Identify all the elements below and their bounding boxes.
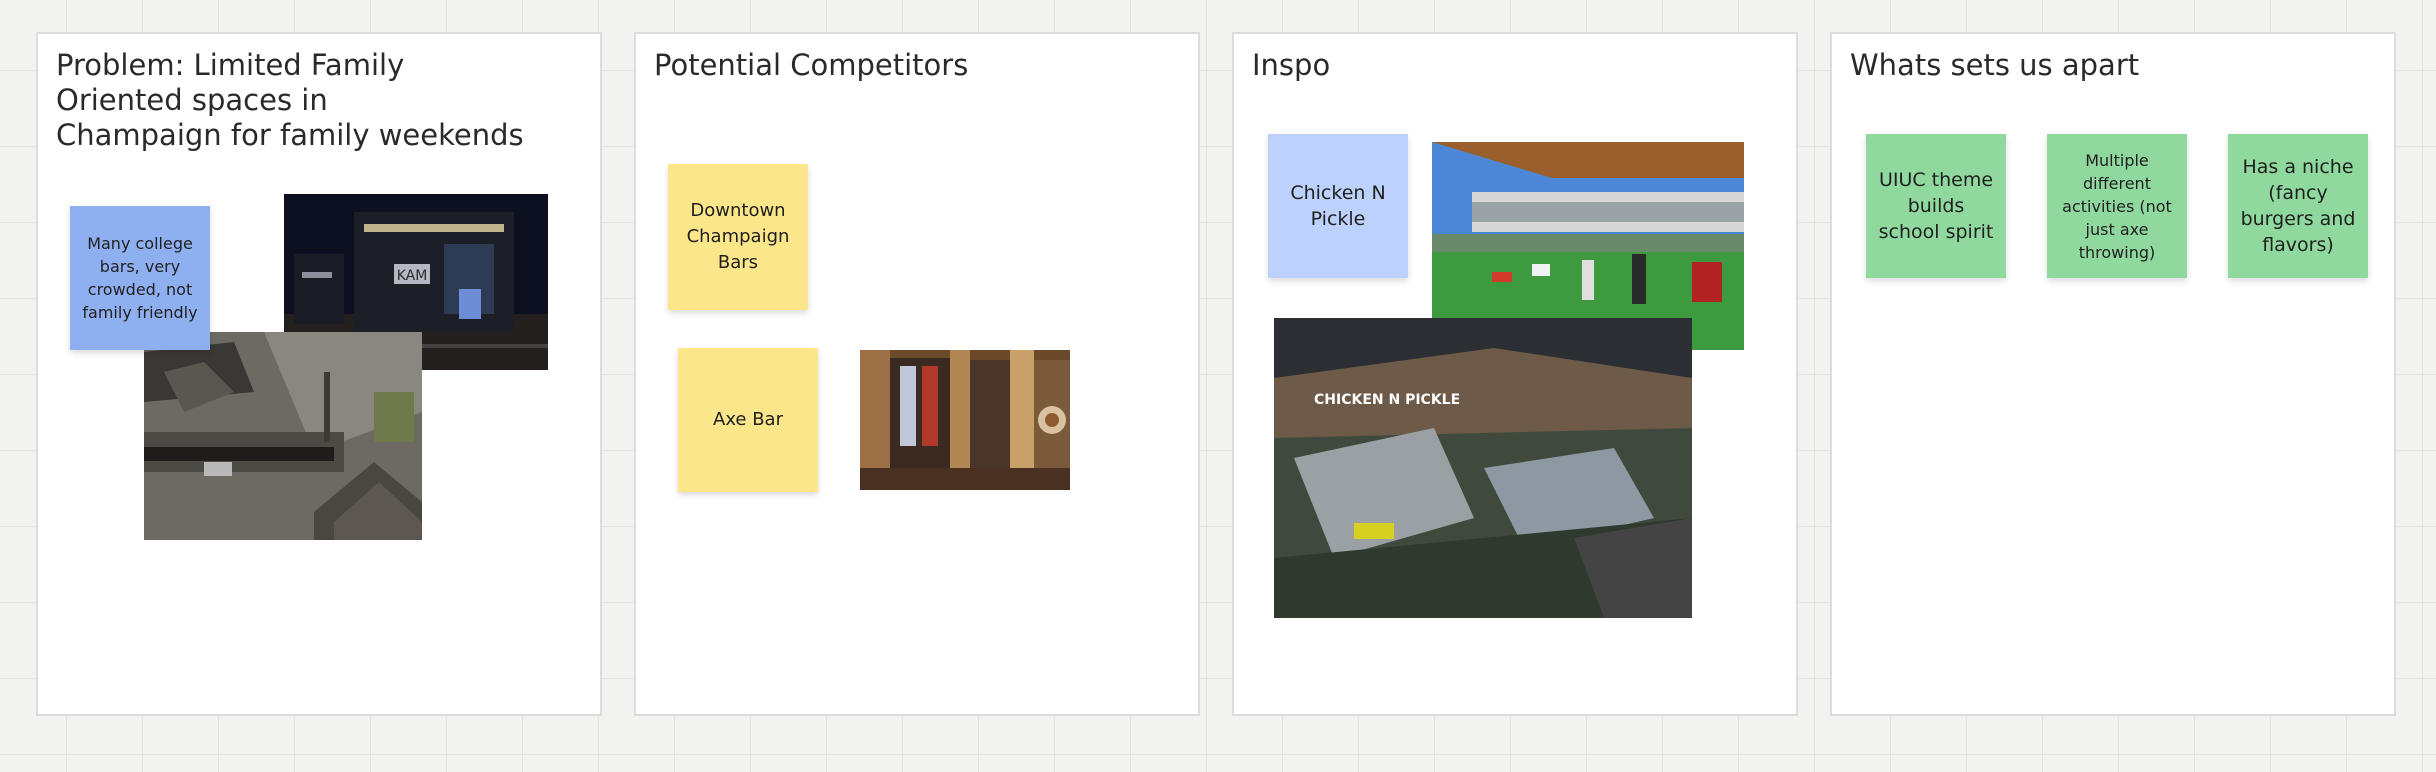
sticky-note-chicken-n-pickle[interactable]: Chicken N Pickle bbox=[1268, 134, 1408, 278]
sticky-note-college-bars[interactable]: Many college bars, very crowded, not fam… bbox=[70, 206, 210, 350]
rendering-sign-text: CHICKEN N PICKLE bbox=[1314, 392, 1460, 408]
sticky-note-text: Chicken N Pickle bbox=[1290, 182, 1386, 230]
sticky-note-text: Downtown Champaign Bars bbox=[686, 200, 790, 273]
sticky-note-text: Multiple different activities (not just … bbox=[2062, 150, 2172, 262]
frame-title[interactable]: Inspo bbox=[1252, 48, 1331, 82]
crowd-street-photo[interactable] bbox=[144, 332, 422, 540]
sticky-note-text: UIUC theme builds school spirit bbox=[1878, 169, 1994, 243]
frame-problem[interactable]: Problem: Limited Family Oriented spaces … bbox=[36, 32, 602, 716]
sticky-note-multiple-activities[interactable]: Multiple different activities (not just … bbox=[2047, 134, 2187, 278]
sticky-note-text: Axe Bar bbox=[713, 409, 783, 430]
axe-bar-photo[interactable] bbox=[860, 350, 1070, 490]
frame-inspo[interactable]: Inspo Chicken N Pickle C bbox=[1232, 32, 1798, 716]
sticky-note-axe-bar[interactable]: Axe Bar bbox=[678, 348, 818, 492]
sticky-note-downtown-bars[interactable]: Downtown Champaign Bars bbox=[668, 164, 808, 310]
sticky-note-uiuc-theme[interactable]: UIUC theme builds school spirit bbox=[1866, 134, 2006, 278]
bar-sign-text: KAM bbox=[397, 268, 428, 284]
frame-title[interactable]: Problem: Limited Family Oriented spaces … bbox=[56, 48, 524, 152]
frame-potential-competitors[interactable]: Potential Competitors Downtown Champaign… bbox=[634, 32, 1200, 716]
frame-title[interactable]: Whats sets us apart bbox=[1850, 48, 2140, 82]
frame-title[interactable]: Potential Competitors bbox=[654, 48, 969, 82]
sticky-note-text: Many college bars, very crowded, not fam… bbox=[82, 234, 198, 322]
chicken-n-pickle-rendering[interactable]: CHICKEN N PICKLE bbox=[1274, 318, 1692, 618]
sticky-note-text: Has a niche (fancy burgers and flavors) bbox=[2240, 156, 2356, 256]
sticky-note-niche[interactable]: Has a niche (fancy burgers and flavors) bbox=[2228, 134, 2368, 278]
frame-whats-sets-us-apart[interactable]: Whats sets us apart UIUC theme builds sc… bbox=[1830, 32, 2396, 716]
